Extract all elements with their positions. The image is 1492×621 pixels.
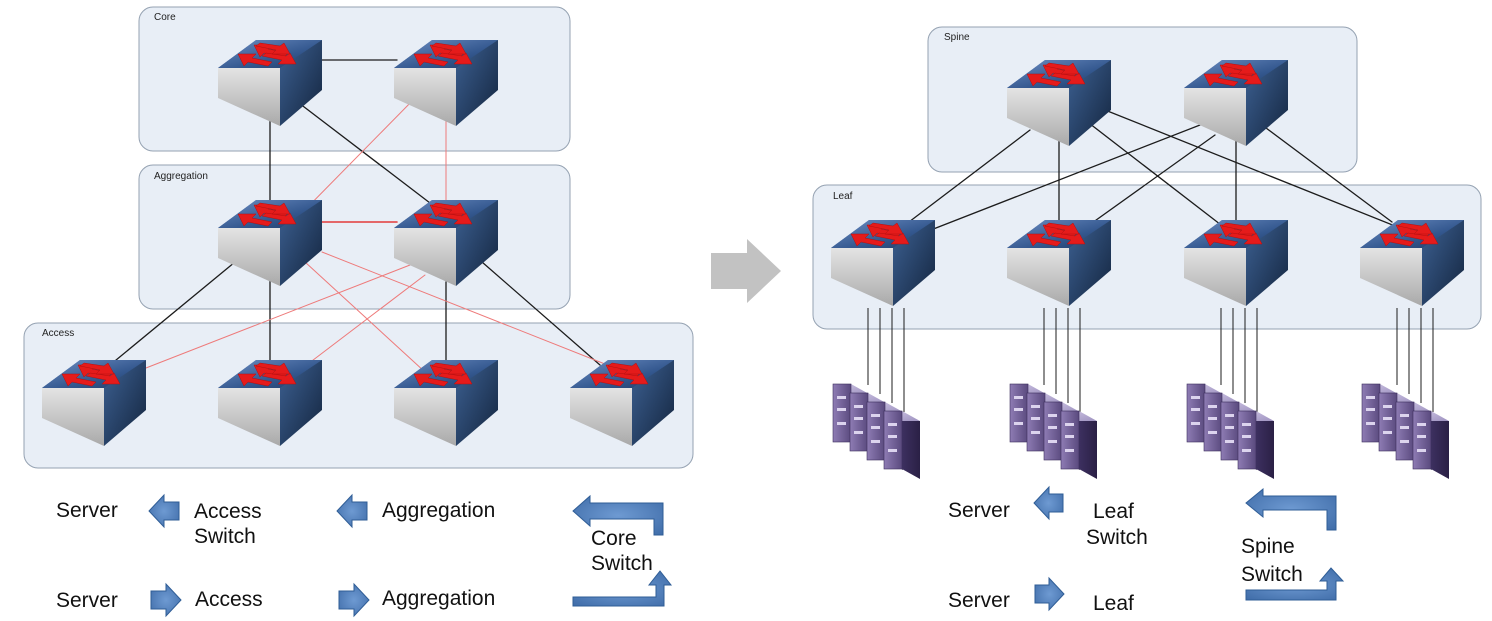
aggregation-switch-2 [394,200,498,286]
link-spine1-leaf1 [904,129,1031,226]
link-agg1-acc1 [109,261,236,366]
leaf-switch-3 [1184,220,1288,306]
leaf-tier-label: Leaf [833,191,853,202]
arrow-left-icon [1033,485,1064,521]
right-row1-leaf-line2: Switch [1086,526,1148,549]
core-tier-panel [138,6,571,152]
u-turn-arrow-icon [572,494,664,536]
left-row1-access-line1: Access [194,500,262,523]
link-spine2-leaf2 [1084,134,1216,229]
server-unit [1412,410,1449,479]
arrow-right-icon [338,582,370,618]
switches [42,40,1464,446]
leaf-server-links [867,308,1434,412]
left-row2-server: Server [56,589,118,612]
link-spine2-leaf1 [917,124,1201,236]
leaf-tier-panel [812,184,1482,330]
link-spine2-leaf4 [1261,124,1393,223]
server-unit [1060,410,1097,479]
link-agg2-acc2 [299,274,426,371]
access-switch-3 [394,360,498,446]
right-row1-server: Server [948,499,1010,522]
arrow-left-icon [148,493,180,529]
access-switch-1 [42,360,146,446]
link-spine1-leaf3 [1084,119,1226,229]
transition-arrow-icon [711,239,781,303]
core-switch-2 [394,40,498,126]
u-turn-arrow-icon [1245,487,1337,531]
link-spine1-leaf4 [1104,109,1401,229]
leaf-switch-2 [1007,220,1111,306]
access-tier-label: Access [42,328,74,339]
leaf-switch-4 [1360,220,1464,306]
access-tier-panel [23,322,694,469]
server-unit [883,410,920,479]
server-rack-icon [1361,383,1449,479]
left-row1-server: Server [56,499,118,522]
server-rack-icon [1009,383,1097,479]
left-row1-aggregation: Aggregation [382,499,495,522]
right-row2-server: Server [948,589,1010,612]
right-links [904,109,1401,236]
link-agg2-acc4 [481,261,601,366]
spine-tier-label: Spine [944,32,970,43]
core-switch-1 [218,40,322,126]
arrow-right-icon [150,582,182,618]
right-flow-legend: Server Leaf Switch Server Leaf Spine Swi… [948,485,1345,615]
access-switch-2 [218,360,322,446]
u-turn-arrow-icon [1245,567,1345,601]
left-row2-access: Access [195,588,263,611]
link-core2-agg1 [294,94,419,221]
aggregation-tier-label: Aggregation [154,171,208,182]
link-agg1-acc4 [321,251,616,369]
server-rack-icon [1186,383,1274,479]
spine-switch-1 [1007,60,1111,146]
core-switch-line1: Core [591,527,637,550]
arrow-left-icon [336,493,368,529]
spine-switch-line1: Spine [1241,535,1295,558]
spine-switch-2 [1184,60,1288,146]
core-switch-line2: Switch [591,552,653,575]
server-racks [832,383,1449,479]
left-flow-legend: Server Access Switch Aggregation Server … [56,493,673,618]
left-row1-access-line2: Switch [194,525,256,548]
server-unit [1237,410,1274,479]
left-row2-aggregation: Aggregation [382,587,495,610]
access-switch-4 [570,360,674,446]
core-tier-label: Core [154,12,176,23]
right-row1-leaf-line1: Leaf [1093,500,1134,523]
arrow-right-icon [1034,576,1065,612]
left-links [109,59,616,376]
link-agg2-acc1 [127,264,411,376]
right-row2-leaf: Leaf [1093,592,1134,615]
spine-switch-line2: Switch [1241,563,1303,586]
u-turn-arrow-icon [572,570,673,607]
server-rack-icon [832,383,920,479]
spine-tier-panel [927,26,1358,173]
leaf-switch-1 [831,220,935,306]
link-agg1-acc3 [304,261,426,373]
aggregation-switch-1 [218,200,322,286]
